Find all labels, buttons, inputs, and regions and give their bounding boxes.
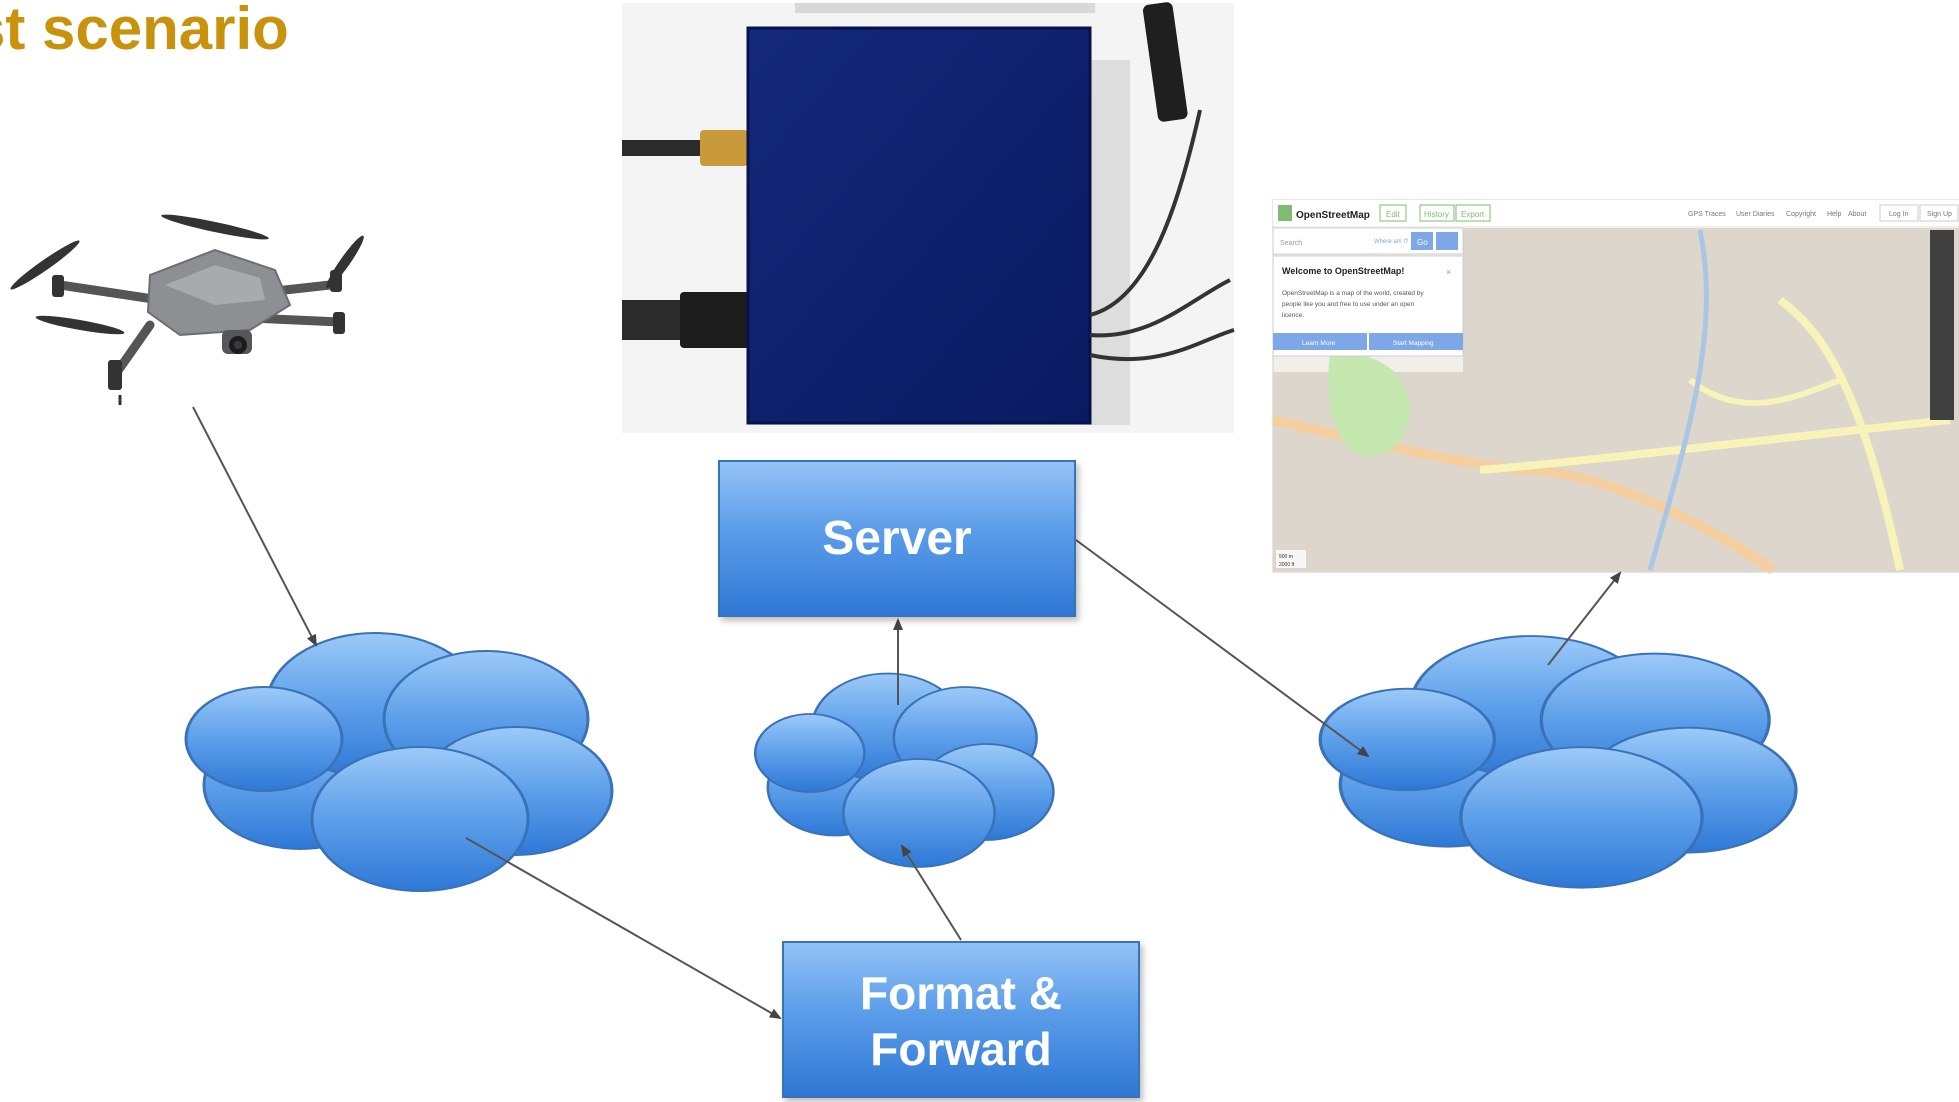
arrow-drone-to-cloud <box>192 406 317 647</box>
drone-image <box>10 214 364 405</box>
osm-learn-more-button[interactable]: Learn More <box>1302 340 1336 347</box>
osm-scale-ft: 2000 ft <box>1279 562 1295 568</box>
osm-nav-right-3[interactable]: Help <box>1827 211 1842 218</box>
osm-nav-right-2[interactable]: Copyright <box>1786 211 1816 218</box>
format-forward-label-line2: Forward <box>870 1022 1052 1075</box>
arrow-server-to-cloud <box>1075 539 1370 758</box>
osm-directions-icon[interactable] <box>1436 232 1458 250</box>
osm-screenshot: OpenStreetMap Edit History Export GPS Tr… <box>1271 199 1959 575</box>
arrow-cloud-to-forward <box>465 837 782 1019</box>
close-icon[interactable]: × <box>1446 267 1451 277</box>
osm-welcome-title: Welcome to OpenStreetMap! <box>1282 266 1404 276</box>
osm-scale-m: 500 m <box>1279 554 1293 560</box>
osm-signup[interactable]: Sign Up <box>1927 211 1952 218</box>
arrow-cloud-to-map <box>1547 571 1622 666</box>
osm-where-am-i[interactable]: Where am I? <box>1374 239 1409 245</box>
server-label: Server <box>822 512 972 565</box>
osm-login[interactable]: Log In <box>1889 211 1909 218</box>
osm-brand: OpenStreetMap <box>1296 210 1370 221</box>
osm-search-input[interactable]: Search <box>1280 240 1302 247</box>
osm-nav-right-0[interactable]: GPS Traces <box>1688 211 1726 218</box>
osm-start-mapping-button[interactable]: Start Mapping <box>1393 340 1434 347</box>
cloud-center <box>755 674 1053 868</box>
osm-nav-export[interactable]: Export <box>1461 210 1485 219</box>
cloud-left <box>186 633 612 891</box>
slide-title: st scenario <box>0 0 289 62</box>
server-box: Server <box>718 460 1076 617</box>
format-forward-label-line1: Format & <box>860 966 1062 1019</box>
osm-nav-edit[interactable]: Edit <box>1386 210 1401 219</box>
osm-welcome-text-1: OpenStreetMap is a map of the world, cre… <box>1282 290 1424 297</box>
cloud-right <box>1320 636 1796 888</box>
osm-nav-right-1[interactable]: User Diaries <box>1736 211 1775 218</box>
arrow-forward-to-cloud <box>900 844 962 941</box>
osm-logo-icon <box>1278 205 1292 221</box>
osm-go-button[interactable]: Go <box>1417 238 1428 247</box>
osm-nav-right-4[interactable]: About <box>1848 211 1866 218</box>
format-forward-box: Format & Forward <box>782 941 1140 1098</box>
osm-welcome-text-2: people like you and free to use under an… <box>1282 301 1415 308</box>
osm-welcome-text-3: licence. <box>1282 312 1304 319</box>
osm-nav-history[interactable]: History <box>1424 210 1449 219</box>
device-photo <box>622 2 1235 433</box>
